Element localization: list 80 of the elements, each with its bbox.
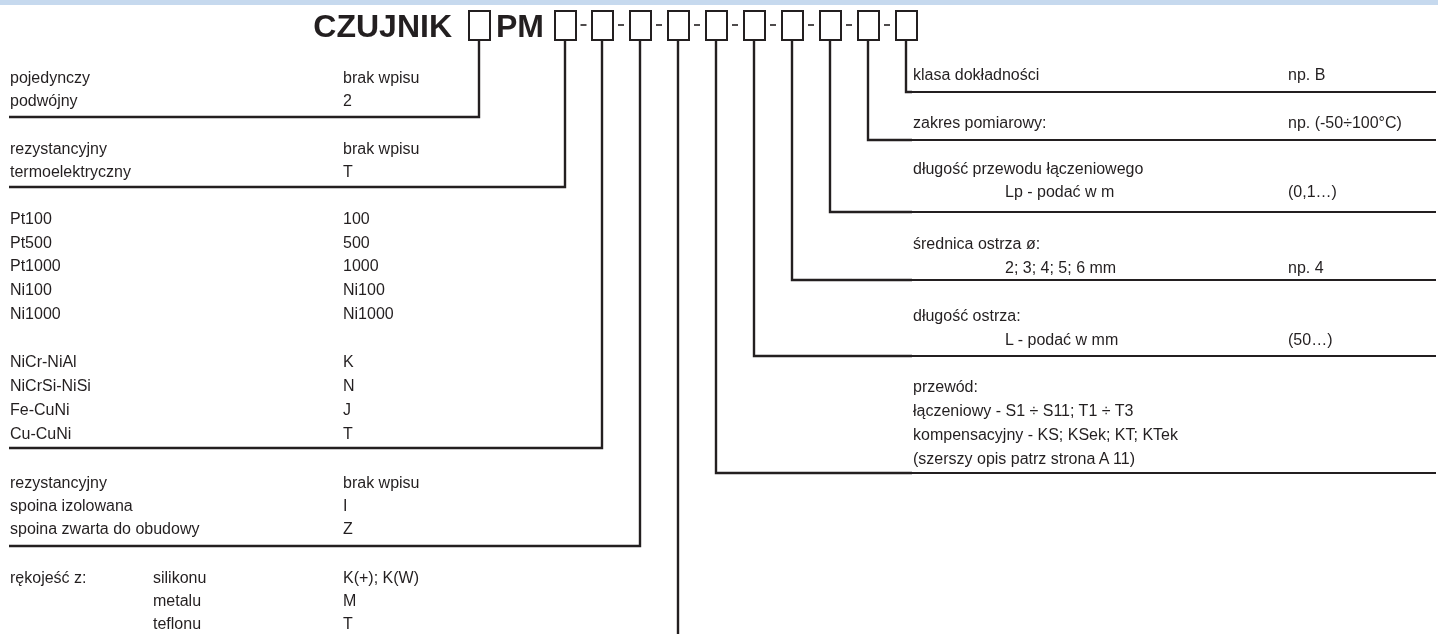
leader-line — [790, 41, 912, 282]
code-field-box — [894, 10, 918, 41]
option-text: Cu-CuNi — [10, 424, 72, 444]
option-text: pojedynczy — [10, 68, 91, 88]
option-text: (szerszy opis patrz strona A 11) — [913, 449, 1135, 469]
option-text: spoina zwarta do obudowy — [10, 519, 200, 539]
leader-line — [866, 41, 912, 142]
option-text: teflonu — [153, 614, 202, 634]
option-text: M — [343, 591, 357, 611]
option-text: 1000 — [343, 256, 379, 276]
option-text: spoina izolowana — [10, 496, 133, 516]
option-text: Fe-CuNi — [10, 400, 70, 420]
option-text: termoelektryczny — [10, 162, 131, 182]
option-text: 100 — [343, 209, 370, 229]
option-text: T — [343, 614, 353, 634]
option-text: przewód: — [913, 377, 978, 397]
option-text: K — [343, 352, 354, 372]
option-text: rękojeść z: — [10, 568, 87, 588]
option-text: K(+); K(W) — [343, 568, 419, 588]
option-text: rezystancyjny — [10, 473, 107, 493]
option-text: brak wpisu — [343, 473, 420, 493]
option-text: podwójny — [10, 91, 78, 111]
option-text: Pt100 — [10, 209, 52, 229]
option-text: Pt1000 — [10, 256, 61, 276]
leader-line — [9, 41, 567, 189]
option-text: Lp - podać w m — [1005, 182, 1115, 202]
option-text: 500 — [343, 233, 370, 253]
leader-line — [752, 41, 912, 358]
option-text: rezystancyjny — [10, 139, 107, 159]
option-text: NiCrSi-NiSi — [10, 376, 91, 396]
code-field-box — [780, 10, 804, 41]
option-text: N — [343, 376, 355, 396]
leader-line — [904, 41, 912, 94]
option-text: I — [343, 496, 348, 516]
option-text: brak wpisu — [343, 139, 420, 159]
option-text: długość przewodu łączeniowego — [913, 159, 1144, 179]
code-field-box — [818, 10, 842, 41]
option-text: metalu — [153, 591, 202, 611]
option-text: np. B — [1288, 65, 1326, 85]
code-field-box — [704, 10, 728, 41]
option-text: długość ostrza: — [913, 306, 1021, 326]
option-text: 2 — [343, 91, 352, 111]
code-field-box — [666, 10, 690, 41]
code-prefix: PM — [496, 8, 544, 44]
option-text: Ni100 — [10, 280, 52, 300]
leader-line — [9, 41, 481, 119]
code-field-box — [742, 10, 766, 41]
leader-line — [9, 41, 604, 450]
option-text: Ni1000 — [343, 304, 394, 324]
option-text: łączeniowy - S1 ÷ S11; T1 ÷ T3 — [913, 401, 1134, 421]
title: CZUJNIK — [312, 8, 452, 44]
option-text: średnica ostrza ø: — [913, 234, 1041, 254]
option-text: np. 4 — [1288, 258, 1324, 278]
option-text: silikonu — [153, 568, 207, 588]
leader-line — [828, 41, 912, 214]
option-text: NiCr-NiAl — [10, 352, 77, 372]
code-field-box — [590, 10, 614, 41]
option-text: brak wpisu — [343, 68, 420, 88]
option-text: 2; 3; 4; 5; 6 mm — [1005, 258, 1117, 278]
option-text: J — [343, 400, 351, 420]
option-text: T — [343, 424, 353, 444]
option-text: Ni100 — [343, 280, 385, 300]
option-text: zakres pomiarowy: — [913, 113, 1047, 133]
option-text: T — [343, 162, 353, 182]
code-field-box — [628, 10, 652, 41]
option-text: (0,1…) — [1288, 182, 1337, 202]
option-text: L - podać w mm — [1005, 330, 1119, 350]
option-text: Ni1000 — [10, 304, 61, 324]
option-text: (50…) — [1288, 330, 1333, 350]
option-text: kompensacyjny - KS; KSek; KT; KTek — [913, 425, 1178, 445]
leader-line — [9, 41, 642, 548]
code-field-box — [553, 10, 577, 41]
option-text: np. (-50÷100°C) — [1288, 113, 1402, 133]
code-field-box — [467, 10, 491, 41]
code-field-box — [856, 10, 880, 41]
leader-line — [714, 41, 912, 475]
option-text: Z — [343, 519, 353, 539]
option-text: Pt500 — [10, 233, 52, 253]
option-text: klasa dokładności — [913, 65, 1040, 85]
leader-line — [676, 41, 680, 634]
